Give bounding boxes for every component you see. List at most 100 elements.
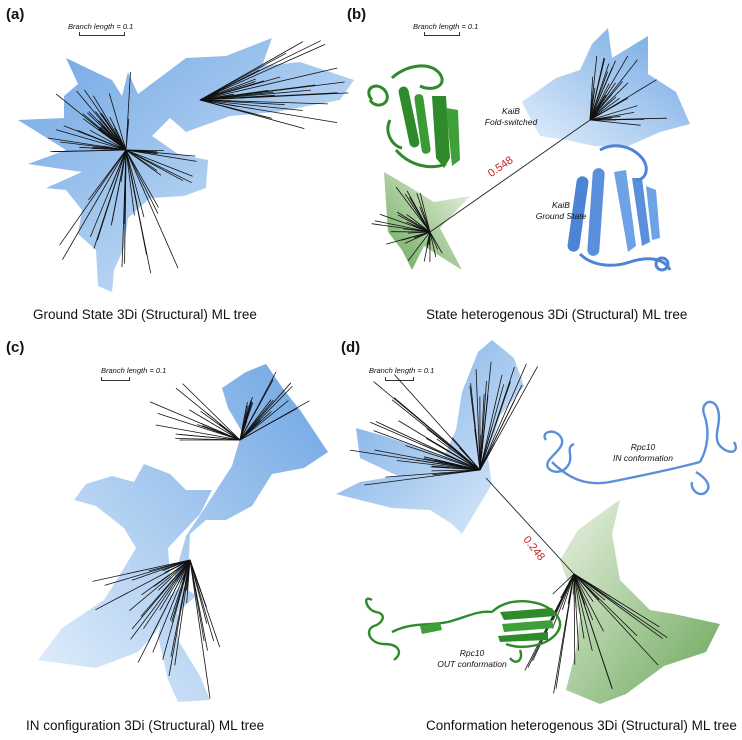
tree-branch <box>589 97 620 121</box>
tree-branch <box>197 424 241 441</box>
tree-branch <box>479 384 523 471</box>
tree-branch <box>573 573 593 651</box>
tree-branch <box>573 573 613 690</box>
tree-branch <box>422 444 481 471</box>
tree-branch <box>406 214 431 233</box>
tree-branch <box>89 129 127 151</box>
tree-branch <box>373 430 481 471</box>
tree-branch <box>199 92 349 101</box>
panel-label-c: (c) <box>6 339 25 356</box>
tree-branch <box>573 573 660 628</box>
tree-branch <box>199 89 311 101</box>
tree-branch <box>125 149 159 214</box>
tree-branch <box>429 231 437 258</box>
tree-branch <box>199 80 265 101</box>
tree-branch <box>152 559 191 653</box>
tree-branch <box>55 129 127 151</box>
tree-branch <box>475 369 481 471</box>
tree-branch <box>391 399 481 471</box>
tree-branch <box>407 231 431 262</box>
tree-a <box>18 38 354 292</box>
tree-branch <box>409 196 431 233</box>
tree-branch <box>470 383 481 471</box>
tree-branch <box>573 573 576 665</box>
tree-branch <box>419 206 431 233</box>
tree-branch <box>157 559 191 591</box>
tree-branch <box>125 118 130 151</box>
panel-label-d: (d) <box>341 339 361 356</box>
tree-branch <box>199 81 345 101</box>
tree-c <box>38 364 328 702</box>
tree-branch <box>573 573 664 639</box>
tree-branch <box>125 149 145 218</box>
tree-branch <box>374 220 431 233</box>
structure-name: Rpc10 <box>459 648 485 658</box>
tree-branch <box>589 83 610 121</box>
tree-branch <box>83 89 127 151</box>
tree-branch <box>199 67 338 101</box>
tree-branch <box>589 55 598 121</box>
tree-branch <box>168 559 191 677</box>
tree-branch <box>562 573 575 610</box>
tree-branch <box>125 149 193 177</box>
tree-branch <box>239 399 272 441</box>
tree-branch <box>179 434 241 441</box>
tree-branch <box>155 424 241 441</box>
rpc10-out-structure <box>365 597 562 663</box>
tree-branch <box>141 559 191 596</box>
tree-branch <box>129 559 191 612</box>
tree-branch <box>573 573 604 632</box>
tree-branch <box>182 383 241 441</box>
tree-branch <box>55 93 127 151</box>
tree-branch <box>62 149 127 260</box>
tree-branch <box>479 366 538 471</box>
tree-branch <box>426 231 431 245</box>
tree-branch <box>589 63 610 121</box>
tree-branch <box>59 149 127 246</box>
structure-state: IN conformation <box>613 452 673 463</box>
tree-branch <box>50 149 127 152</box>
tree-branch <box>199 44 326 101</box>
tree-branch <box>189 559 208 624</box>
tree-b <box>367 28 690 272</box>
tree-branch <box>93 149 127 249</box>
scale-bar-b <box>424 32 460 36</box>
tree-branch <box>125 149 159 208</box>
structure-state: OUT conformation <box>437 658 507 669</box>
tree-branch <box>239 382 292 441</box>
tree-branch <box>143 559 191 629</box>
tree-branch <box>532 573 575 661</box>
tree-branch <box>157 413 241 441</box>
tree-branch <box>385 469 481 478</box>
panel-label-b: (b) <box>347 6 367 23</box>
tree-branch <box>589 79 657 121</box>
tree-branch <box>396 460 481 471</box>
tree-branch <box>589 105 638 121</box>
tree-branch <box>125 149 158 172</box>
tree-branch <box>125 149 197 162</box>
tree-branch <box>431 469 481 472</box>
tree-branch <box>407 231 431 234</box>
tree-branch <box>429 231 439 250</box>
structure-label-kaib-fold-switched: KaiB Fold-switched <box>476 106 546 127</box>
scale-bar-c <box>101 377 130 381</box>
tree-branch <box>573 573 606 601</box>
tree-branch <box>199 99 303 111</box>
tree-branch <box>170 559 191 621</box>
tree-branch <box>479 361 492 471</box>
caption-c: IN configuration 3Di (Structural) ML tre… <box>26 718 265 733</box>
kaib-ground-state-structure <box>567 144 672 272</box>
tree-branch <box>159 559 191 611</box>
scale-bar-a <box>79 32 125 36</box>
tree-branch <box>371 223 431 233</box>
scale-label-a: Branch length = 0.1 <box>68 22 134 31</box>
tree-branch <box>552 573 575 629</box>
structure-label-rpc10-out: Rpc10 OUT conformation <box>422 648 522 669</box>
caption-b: State heterogenous 3Di (Structural) ML t… <box>426 307 688 322</box>
kaib-fold-switched-structure <box>367 64 460 169</box>
tree-branch <box>199 52 287 101</box>
tree-branch <box>416 193 431 233</box>
tree-branch <box>125 149 135 216</box>
tree-branch <box>395 186 431 233</box>
